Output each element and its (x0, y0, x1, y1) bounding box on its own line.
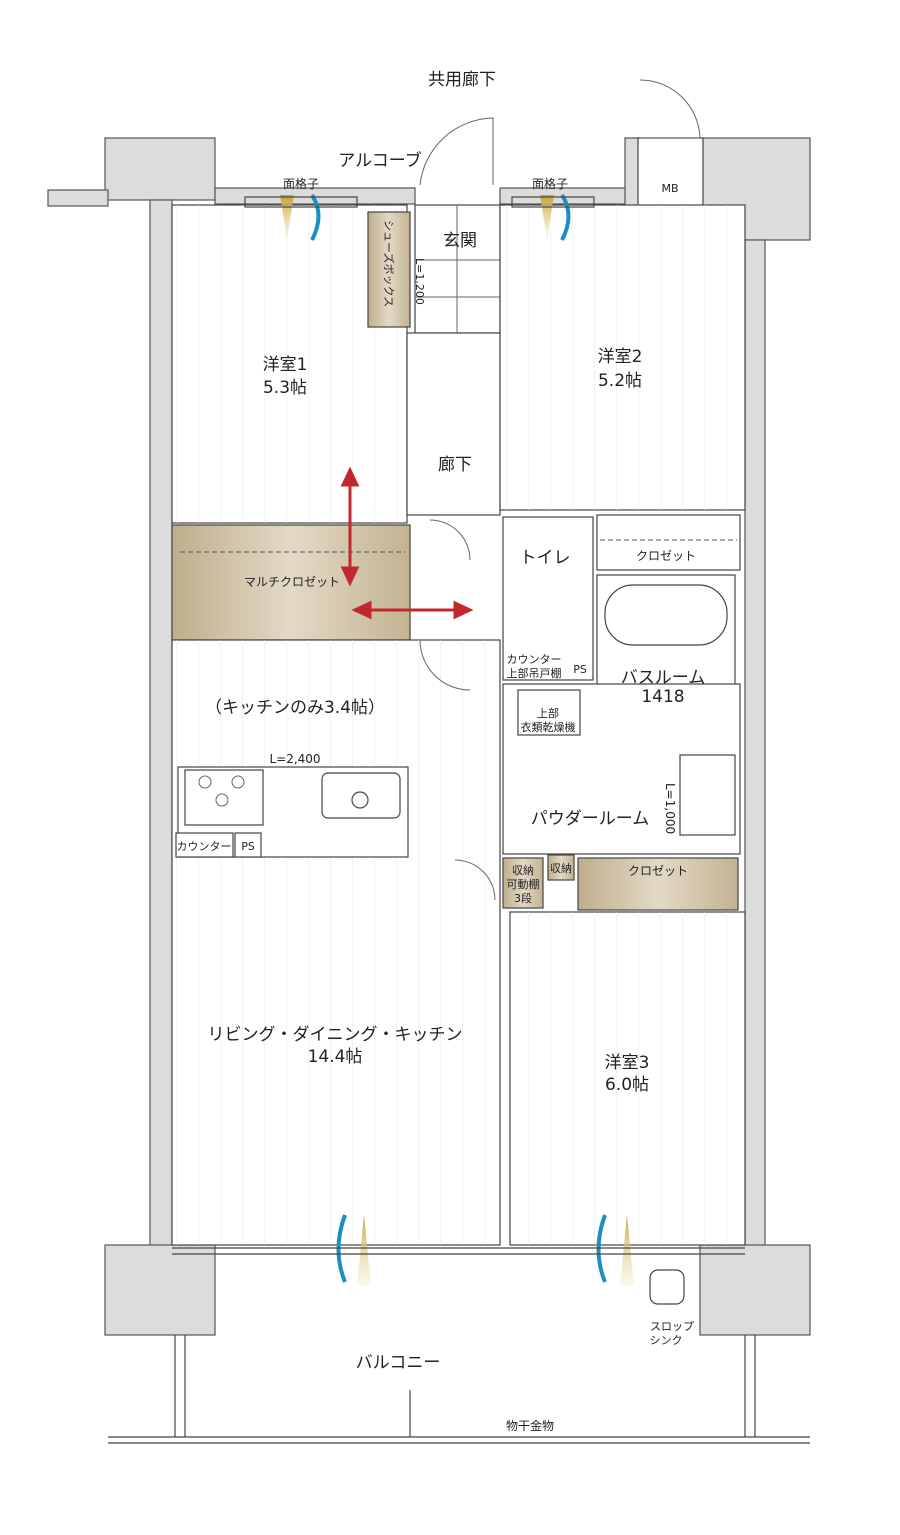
shoe-box (367, 211, 411, 328)
structural-walls (47, 137, 811, 1336)
storage-shelf (502, 857, 544, 909)
multi-closet (171, 524, 411, 641)
powder-room-label: パウダールーム (531, 809, 650, 829)
slop-sink-label: シンク (650, 1334, 683, 1347)
storage-small-label: 収納 (550, 862, 572, 875)
kitchen-length: L=2,400 (269, 752, 320, 766)
room3-size: 6.0帖 (605, 1075, 649, 1095)
shoe-box-length: L=1,200 (413, 258, 426, 305)
counter-cabinet-label: 上部吊戸棚 (507, 666, 562, 680)
lattice-label: 面格子 (283, 176, 319, 191)
door-swings (419, 79, 701, 901)
vanity-length: L=1,000 (663, 783, 677, 834)
closet-room3 (577, 857, 739, 911)
room1-name: 洋室1 (263, 355, 308, 375)
windows (172, 196, 745, 1255)
shoe-box-label: シューズボックス (382, 220, 396, 307)
dryer-label: 上部 (537, 706, 559, 720)
alcove-label: アルコーブ (338, 150, 421, 171)
storage-shelf-label: 可動棚 (507, 877, 540, 891)
closet-room3-label: クロゼット (628, 864, 688, 878)
balcony-label: バルコニー (356, 1353, 441, 1373)
entrance-label: 玄関 (443, 231, 477, 251)
toilet-label: トイレ (520, 548, 571, 568)
room2-name: 洋室2 (598, 347, 643, 367)
closet-room2-label: クロゼット (636, 549, 696, 563)
room2-size: 5.2帖 (598, 371, 642, 391)
closet-room2 (596, 514, 741, 571)
storage-shelf-label: 3段 (514, 891, 532, 905)
ldk-size: 14.4帖 (308, 1047, 363, 1067)
balcony-rail (108, 1269, 810, 1444)
room3-name: 洋室3 (605, 1053, 650, 1073)
mb-label: MB (661, 182, 678, 195)
lattice-label: 面格子 (532, 176, 568, 191)
laundry-hanger-label: 物干金物 (506, 1418, 554, 1433)
counter-cabinet-label: カウンター (507, 653, 562, 666)
ps-label: PS (241, 840, 255, 853)
room1-size: 5.3帖 (263, 378, 307, 398)
hallway-label: 廊下 (438, 455, 472, 475)
storage-small (547, 854, 575, 881)
ventilation-icon (310, 193, 607, 1283)
slop-sink-label: スロップ (650, 1320, 694, 1333)
kitchen-counter-label: カウンター (177, 840, 232, 853)
sunlight-icon (280, 195, 634, 1285)
ps-label: PS (573, 663, 587, 676)
multi-closet-label: マルチクロゼット (244, 575, 340, 589)
toilet-room (502, 516, 594, 681)
common-corridor-label: 共用廊下 (428, 70, 496, 90)
bathroom-size: 1418 (641, 687, 684, 707)
circulation-arrows-icon (340, 466, 474, 620)
bathroom-name: バスルーム (621, 668, 706, 688)
ldk-name: リビング・ダイニング・キッチン (208, 1025, 463, 1045)
kitchen-only-label: （キッチンのみ3.4帖） (205, 698, 385, 718)
storage-shelf-label: 収納 (512, 864, 534, 877)
stove-burners-icon (198, 775, 245, 807)
dryer-label: 衣類乾燥機 (521, 720, 576, 734)
hallway (406, 332, 501, 516)
